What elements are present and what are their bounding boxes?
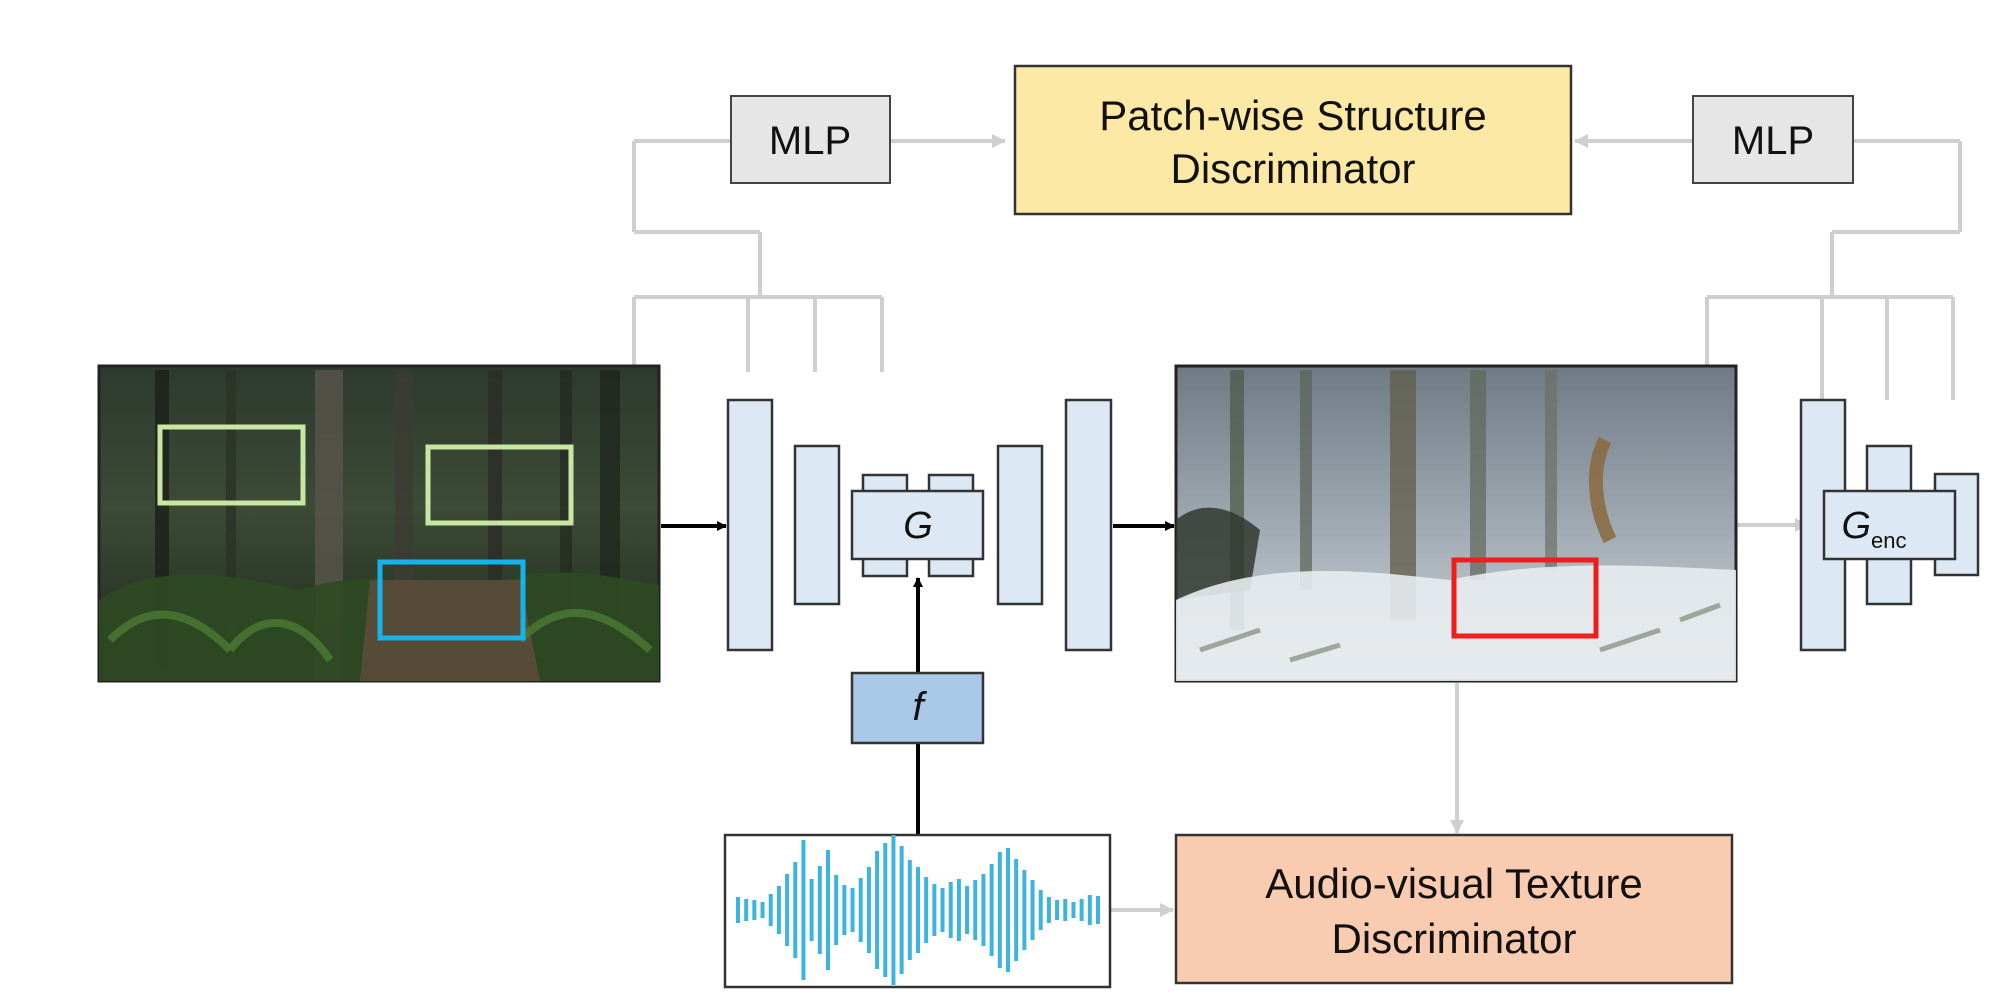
encoder-block-2 [793, 444, 841, 606]
source-patch-green-2 [425, 444, 574, 526]
texture-discriminator-title-line1: Audio-visual Texture [1265, 860, 1642, 907]
decoder-block-2 [1064, 398, 1113, 652]
source-patch-green-1 [157, 424, 306, 506]
source-patch-blue [377, 559, 526, 641]
audio-encoder-f: f [850, 671, 985, 745]
generator-core [850, 489, 985, 561]
left-feature-connectors [632, 134, 1006, 372]
generator [726, 398, 1113, 652]
mlp-right: MLP [1692, 95, 1854, 184]
mlp-right-label: MLP [1732, 119, 1814, 163]
decoder-block-1 [996, 444, 1044, 606]
audio-waveform [723, 833, 1112, 989]
right-feature-connectors [1574, 134, 1962, 400]
mlp-left: MLP [730, 95, 891, 184]
genc-label: Genc [1841, 505, 1906, 553]
source-image [97, 364, 661, 683]
structure-discriminator: Patch-wise Structure Discriminator [1013, 64, 1573, 216]
genc-core [1822, 489, 1957, 561]
gray-flow-arrows [1110, 518, 1809, 917]
texture-discriminator-title-line2: Discriminator [1331, 915, 1576, 962]
texture-discriminator: Audio-visual Texture Discriminator [1174, 833, 1734, 985]
output-image [1174, 364, 1738, 683]
structure-discriminator-title-line1: Patch-wise Structure [1099, 92, 1486, 139]
generator-encoder [1799, 398, 1980, 652]
encoder-block-1 [726, 398, 774, 652]
structure-discriminator-title-line2: Discriminator [1170, 145, 1415, 192]
output-patch-red [1451, 557, 1599, 639]
audio-waveform-icon [736, 835, 1100, 985]
mlp-left-label: MLP [769, 119, 851, 163]
generator-label: G [903, 505, 933, 547]
